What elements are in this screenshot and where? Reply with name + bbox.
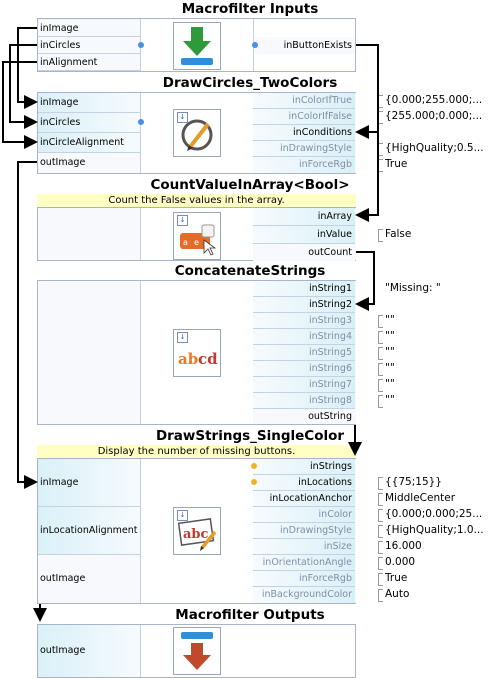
concat-instring6[interactable]: inString6 [253, 361, 355, 377]
concat-outstring[interactable]: outString [253, 409, 355, 424]
svg-text:e: e [194, 238, 199, 247]
svg-text:cd: cd [198, 350, 218, 368]
draw-circles-incircles[interactable]: inCircles [38, 113, 140, 133]
count-value-title: CountValueInArray<Bool> [150, 177, 350, 193]
value-incoloriftrue[interactable]: {0.000;255.000;... [385, 94, 483, 106]
count-value-invalue[interactable]: inValue [253, 226, 355, 244]
concat-block[interactable]: inString1 inString2 inString3 inString4 … [37, 280, 356, 425]
concat-instring4[interactable]: inString4 [253, 329, 355, 345]
concat-title: ConcatenateStrings [174, 263, 326, 279]
svg-text:abc: abc [183, 527, 209, 542]
count-value-outcount[interactable]: outCount [253, 244, 355, 261]
draw-circles-inimage[interactable]: inImage [38, 93, 140, 113]
draw-strings-description: Display the number of missing buttons. [37, 445, 356, 458]
concat-instring7[interactable]: inString7 [253, 377, 355, 393]
draw-circles-incoloriftrue[interactable]: inColorIfTrue [253, 93, 355, 109]
value-instring7[interactable]: "" [385, 378, 395, 390]
arrow-down-mini-icon: ↓ [177, 215, 188, 226]
draw-strings-inlocations[interactable]: inLocations [253, 475, 355, 491]
draw-strings-block[interactable]: inImage inLocationAlignment outImage inS… [37, 458, 356, 604]
value-insize[interactable]: 16.000 [385, 540, 422, 552]
macro-output-outimage[interactable]: outImage [38, 625, 140, 677]
svg-text:ab: ab [178, 350, 198, 368]
concat-instring1[interactable]: inString1 [253, 281, 355, 297]
draw-strings-inbackgroundcolor[interactable]: inBackgroundColor [253, 587, 355, 603]
concat-instring8[interactable]: inString8 [253, 393, 355, 409]
value-inlocationanchor[interactable]: MiddleCenter [385, 492, 456, 504]
draw-strings-instrings[interactable]: inStrings [253, 459, 355, 475]
draw-strings-indrawingstyle[interactable]: inDrawingStyle [253, 523, 355, 539]
draw-strings-insize[interactable]: inSize [253, 539, 355, 555]
value-inforcergb[interactable]: True [385, 158, 408, 170]
concatenate-text-icon: ↓ ab cd [173, 329, 221, 377]
value-inbackgroundcolor[interactable]: Auto [385, 588, 410, 600]
value-incolor[interactable]: {0.000;0.000;25... [385, 508, 483, 520]
draw-circles-outimage[interactable]: outImage [38, 153, 140, 173]
value-inforcergb-strings[interactable]: True [385, 572, 408, 584]
draw-circles-incoloriffalse[interactable]: inColorIfFalse [253, 109, 355, 125]
macro-input-inimage[interactable]: inImage [38, 20, 140, 37]
arrow-down-mini-icon: ↓ [177, 112, 188, 123]
value-instring5[interactable]: "" [385, 346, 395, 358]
draw-circles-inforcergb[interactable]: inForceRgb [253, 157, 355, 173]
draw-strings-inlocationanchor[interactable]: inLocationAnchor [253, 491, 355, 507]
draw-circle-icon: ↓ [173, 109, 221, 157]
concat-instring2[interactable]: inString2 [253, 297, 355, 313]
output-arrow-icon [173, 627, 221, 675]
draw-strings-inimage[interactable]: inImage [38, 459, 140, 507]
draw-strings-title: DrawStrings_SingleColor [155, 428, 345, 444]
value-invalue[interactable]: False [385, 228, 412, 240]
count-value-description: Count the False values in the array. [37, 194, 356, 207]
value-indrawingstyle[interactable]: {HighQuality;0.5... [385, 142, 484, 154]
value-inorientationangle[interactable]: 0.000 [385, 556, 416, 568]
count-value-block[interactable]: inArray inValue outCount ↓ a e [37, 207, 356, 261]
value-incoloriffalse[interactable]: {255.000;0.000;... [385, 110, 483, 122]
macro-outputs-block[interactable]: outImage [37, 624, 356, 678]
macro-inputs-title: Macrofilter Inputs [181, 1, 319, 17]
draw-circles-title: DrawCircles_TwoColors [162, 75, 338, 91]
draw-circles-block[interactable]: inImage inCircles inCircleAlignment outI… [37, 92, 356, 174]
value-instring4[interactable]: "" [385, 330, 395, 342]
draw-circles-inconditions[interactable]: inConditions [253, 125, 355, 141]
value-instring1[interactable]: "Missing: " [385, 282, 441, 294]
concat-instring3[interactable]: inString3 [253, 313, 355, 329]
value-indrawingstyle-strings[interactable]: {HighQuality;1.0... [385, 524, 484, 536]
draw-strings-inorientationangle[interactable]: inOrientationAngle [253, 555, 355, 571]
svg-text:a: a [183, 238, 188, 247]
count-array-icon: ↓ a e [173, 212, 221, 260]
value-instring6[interactable]: "" [385, 362, 395, 374]
macro-input-incircles[interactable]: inCircles [38, 37, 140, 54]
value-instring8[interactable]: "" [385, 394, 395, 406]
concat-instring5[interactable]: inString5 [253, 345, 355, 361]
count-value-inarray[interactable]: inArray [253, 208, 355, 226]
macro-outputs-title: Macrofilter Outputs [175, 607, 325, 623]
arrow-down-mini-icon: ↓ [177, 510, 188, 521]
draw-circles-indrawingstyle[interactable]: inDrawingStyle [253, 141, 355, 157]
draw-strings-outimage[interactable]: outImage [38, 555, 140, 603]
draw-strings-inlocationalignment[interactable]: inLocationAlignment [38, 507, 140, 555]
macro-inputs-block[interactable]: inImage inCircles inAlignment inButtonEx… [37, 18, 356, 72]
draw-strings-incolor[interactable]: inColor [253, 507, 355, 523]
macro-input-inalignment[interactable]: inAlignment [38, 54, 140, 71]
draw-circles-incirclealignment[interactable]: inCircleAlignment [38, 133, 140, 153]
draw-strings-inforcergb[interactable]: inForceRgb [253, 571, 355, 587]
macro-input-inbuttonexists[interactable]: inButtonExists [253, 37, 355, 54]
value-instring3[interactable]: "" [385, 314, 395, 326]
download-arrow-icon [173, 22, 221, 70]
value-inlocations[interactable]: {{75;15}} [385, 476, 442, 488]
draw-text-icon: ↓ abc [173, 507, 221, 555]
arrow-down-mini-icon: ↓ [177, 332, 188, 343]
